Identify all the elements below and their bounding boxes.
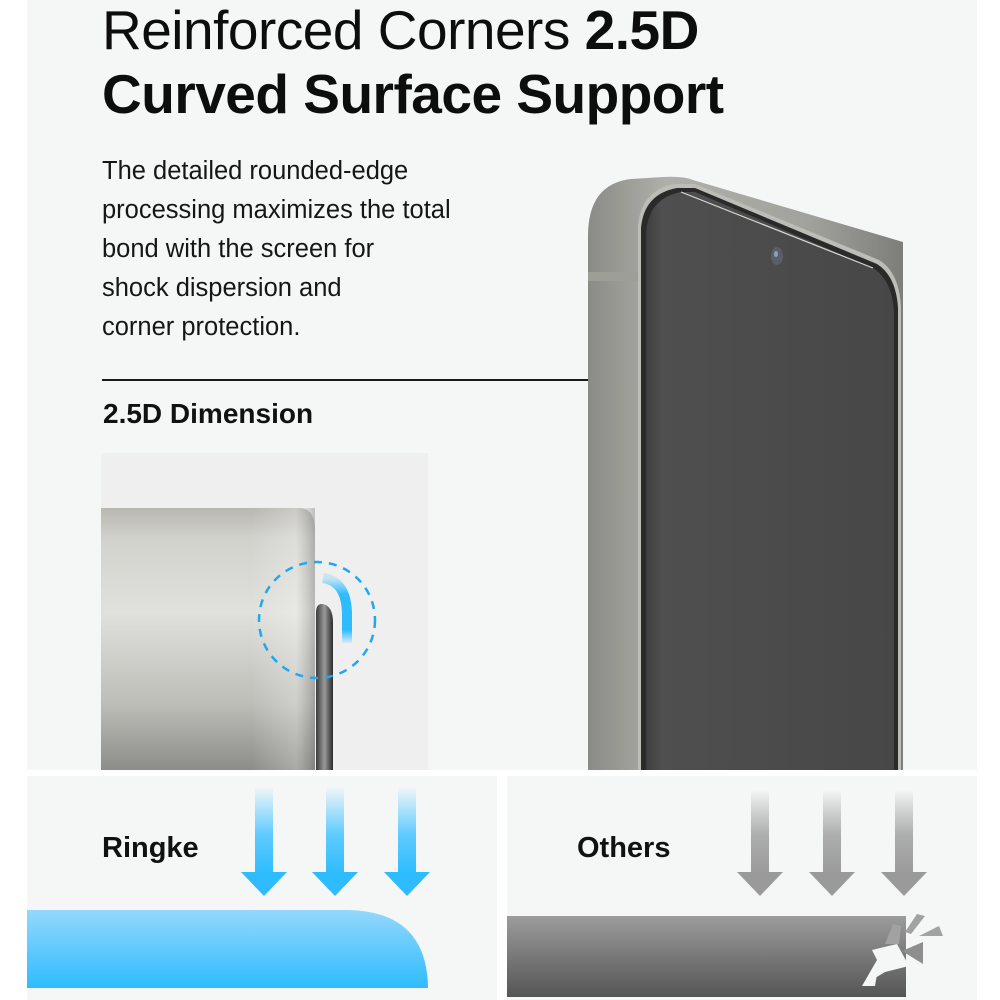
description-line: processing maximizes the total xyxy=(102,196,451,224)
comparison-ringke: Ringke xyxy=(27,776,497,1000)
ringke-glass-shape xyxy=(27,910,428,988)
callout-line xyxy=(102,379,643,381)
description-line: shock dispersion and xyxy=(102,274,342,302)
dashed-circle-icon xyxy=(257,560,377,680)
description: The detailed rounded-edge processing max… xyxy=(102,152,542,347)
phone-image xyxy=(583,176,903,770)
crack-icon xyxy=(862,914,943,986)
description-line: bond with the screen for xyxy=(102,235,375,263)
title-bold-1: 2.5D xyxy=(584,0,700,61)
others-glass-shape xyxy=(507,916,906,997)
title-regular: Reinforced Corners xyxy=(102,0,585,61)
description-line: corner protection. xyxy=(102,313,301,341)
page-title: Reinforced Corners 2.5D Curved Surface S… xyxy=(102,0,724,126)
arrow-down-icon xyxy=(881,790,927,896)
others-label: Others xyxy=(577,832,671,864)
arrow-down-icon xyxy=(384,786,430,896)
arrow-down-icon xyxy=(312,786,358,896)
arrow-down-icon xyxy=(241,786,287,896)
description-line: The detailed rounded-edge xyxy=(102,157,409,185)
arrow-down-icon xyxy=(737,790,783,896)
comparison-others: Others xyxy=(507,776,977,1000)
ringke-label: Ringke xyxy=(102,832,199,864)
title-bold-2: Curved Surface Support xyxy=(102,63,724,125)
dimension-label: 2.5D Dimension xyxy=(103,398,314,429)
edge-detail-image xyxy=(101,453,428,770)
arrow-down-icon xyxy=(809,790,855,896)
